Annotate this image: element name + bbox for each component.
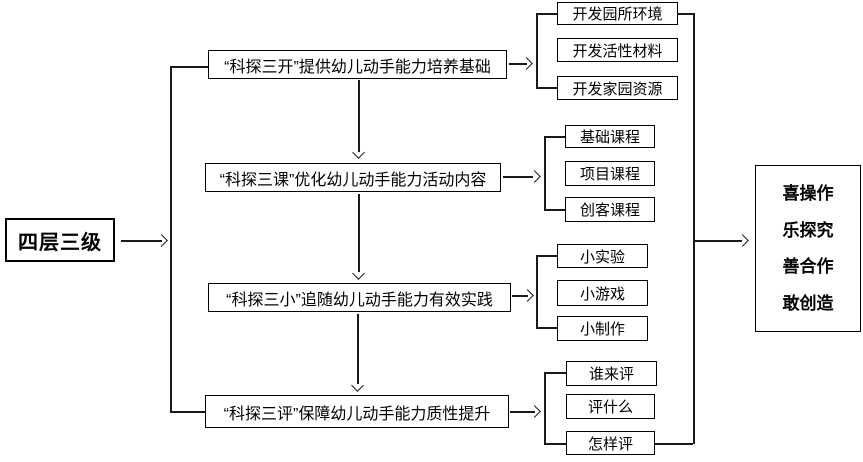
leaf-node-2-1: 基础课程 bbox=[565, 125, 655, 148]
connector-root-arrow bbox=[121, 240, 162, 242]
connector-stage1-stage2 bbox=[358, 80, 360, 152]
collector-line bbox=[693, 13, 695, 444]
bracket-group3-bottom-stub bbox=[536, 327, 557, 329]
connector-left-bracket bbox=[170, 66, 172, 412]
arrowhead-right-icon bbox=[520, 57, 533, 70]
bracket-group2-bottom-stub bbox=[544, 209, 565, 211]
bracket-group4 bbox=[544, 372, 546, 444]
outcome-line: 敢创造 bbox=[782, 293, 834, 313]
bracket-group2-top-stub bbox=[544, 136, 565, 138]
connector-stage3-leaves bbox=[512, 295, 528, 297]
collector-bottom-stub bbox=[655, 443, 693, 445]
leaf-node-4-2: 评什么 bbox=[566, 394, 655, 419]
arrowhead-right-icon bbox=[528, 170, 541, 183]
bracket-group3 bbox=[536, 255, 538, 328]
bracket-group4-bottom-stub bbox=[544, 443, 566, 445]
arrowhead-right-icon bbox=[521, 289, 534, 302]
bracket-group2 bbox=[544, 136, 546, 210]
outcome-node: 喜操作 乐探究 善合作 敢创造 bbox=[755, 165, 861, 332]
leaf-node-2-3: 创客课程 bbox=[565, 197, 655, 222]
connector-stage4-leaves bbox=[510, 411, 535, 413]
collector-top-stub bbox=[677, 13, 694, 15]
leaf-node-3-1: 小实验 bbox=[557, 244, 648, 268]
leaf-node-1-2: 开发活性材料 bbox=[557, 38, 678, 62]
leaf-node-1-3: 开发家园资源 bbox=[557, 76, 678, 100]
connector-stage2-leaves bbox=[503, 176, 533, 178]
connector-bracket-to-stage4 bbox=[170, 411, 205, 413]
leaf-node-4-3: 怎样评 bbox=[566, 431, 655, 455]
outcome-line: 乐探究 bbox=[782, 220, 834, 240]
leaf-node-3-2: 小游戏 bbox=[557, 280, 648, 306]
connector-stage3-stage4 bbox=[357, 314, 359, 384]
arrowhead-down-icon bbox=[352, 267, 365, 280]
bracket-group4-top-stub bbox=[544, 372, 566, 374]
arrowhead-down-icon bbox=[352, 146, 365, 159]
connector-bracket-to-stage1 bbox=[170, 66, 208, 68]
outcome-line: 善合作 bbox=[782, 257, 834, 277]
outcome-line: 喜操作 bbox=[782, 184, 834, 204]
arrowhead-right-icon bbox=[736, 234, 749, 247]
root-node: 四层三级 bbox=[5, 218, 115, 262]
bracket-group1-bottom-stub bbox=[536, 87, 557, 89]
connector-stage1-leaves bbox=[509, 63, 527, 65]
stage-node-3: “科探三小”追随幼儿动手能力有效实践 bbox=[208, 283, 511, 312]
leaf-node-2-2: 项目课程 bbox=[565, 161, 655, 186]
arrowhead-right-icon bbox=[155, 234, 168, 247]
stage-node-4: “科探三评”保障幼儿动手能力质性提升 bbox=[205, 395, 509, 428]
leaf-node-3-3: 小制作 bbox=[557, 316, 648, 341]
connector-stage2-stage3 bbox=[358, 194, 360, 272]
stage-node-2: “科探三课”优化幼儿动手能力活动内容 bbox=[205, 163, 501, 192]
leaf-node-1-1: 开发园所环境 bbox=[557, 2, 678, 25]
bracket-group1 bbox=[536, 13, 538, 88]
arrowhead-down-icon bbox=[351, 379, 364, 392]
stage-node-1: “科探三开”提供幼儿动手能力培养基础 bbox=[208, 50, 507, 79]
bracket-group1-top-stub bbox=[536, 13, 557, 15]
leaf-node-4-1: 谁来评 bbox=[566, 361, 657, 386]
arrowhead-right-icon bbox=[528, 405, 541, 418]
bracket-group3-top-stub bbox=[536, 255, 557, 257]
connector-outcome-arrow bbox=[694, 240, 742, 242]
